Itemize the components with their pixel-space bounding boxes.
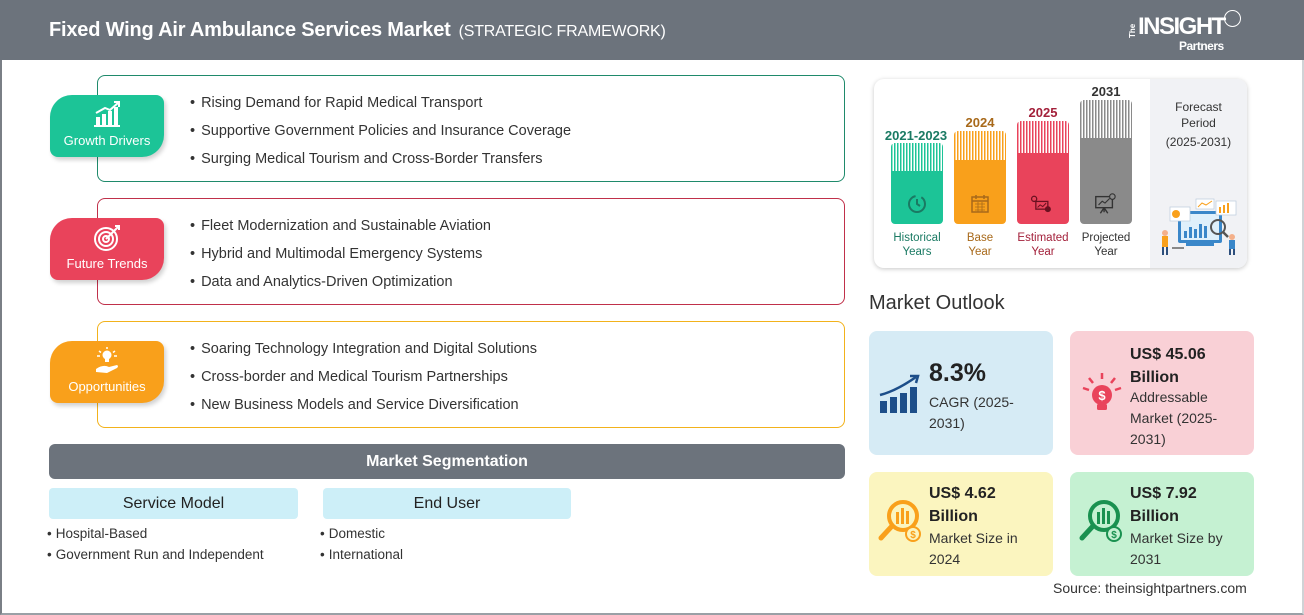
label-line1: Estimated [1017,232,1069,244]
cagr-desc: CAGR (2025-2031) [929,394,1014,431]
svg-text:$: $ [1111,530,1117,541]
insight-partners-logo: The INSIGHT Partners [1128,8,1248,54]
market-size-2031-card: $ US$ 7.92 Billion Market Size by 2031 [1070,472,1254,576]
segment-service-model: Service Model [49,488,298,519]
value-line2: Billion [929,508,978,525]
logo-partners: Partners [1179,39,1224,53]
value-line1: US$ 45.06 [1130,346,1206,363]
magnifier-chart-dollar-icon: $ [878,500,921,542]
timeline-card: Forecast Period (2025-2031) 2021-2023 Hi… [874,79,1247,268]
lightbulb-hand-icon [96,347,118,373]
market-size-2031-desc: Market Size by 2031 [1130,530,1223,567]
list-item: New Business Models and Service Diversif… [190,395,537,423]
growth-drivers-badge: Growth Drivers [50,95,164,157]
addressable-market-desc: Addressable Market (2025-2031) [1130,389,1218,447]
bar-estimated [1017,121,1069,224]
badge-label: Growth Drivers [63,133,151,148]
list-item: Data and Analytics-Driven Optimization [190,272,491,300]
market-size-2024-card: $ US$ 4.62 Billion Market Size in 2024 [869,472,1053,576]
badge-label: Opportunities [68,379,146,394]
forecast-period-label: Forecast Period (2025-2031) [1150,99,1247,150]
label-line2: Year [968,246,992,258]
bar-label-projected: Projected Year [1066,231,1146,259]
presentation-board-icon [1095,193,1116,214]
opportunities-list: Soaring Technology Integration and Digit… [190,339,537,423]
value-line1: US$ 4.62 [929,485,996,502]
bar-year-projected: 2031 [1091,84,1121,99]
bar-chart-growth-icon [94,101,120,127]
growth-drivers-panel: Rising Demand for Rapid Medical Transpor… [97,75,845,182]
bar-year-base: 2024 [965,115,995,130]
svg-text:$: $ [910,530,916,541]
header-bar: Fixed Wing Air Ambulance Services Market… [0,0,1304,60]
list-item: Cross-border and Medical Tourism Partner… [190,367,537,395]
list-item: International [320,546,403,567]
history-clock-icon [908,195,926,213]
growth-chart-icon [879,374,920,413]
title-text: Fixed Wing Air Ambulance Services Market [49,19,451,41]
label-line1: Projected [1081,232,1131,244]
growth-drivers-list: Rising Demand for Rapid Medical Transpor… [190,93,571,177]
opportunities-panel: Soaring Technology Integration and Digit… [97,321,845,428]
list-item: Fleet Modernization and Sustainable Avia… [190,216,491,244]
analytics-illustration-icon [1162,198,1237,255]
list-item: Soaring Technology Integration and Digit… [190,339,537,367]
label-line2: Year [1094,246,1118,258]
market-size-2024-desc: Market Size in 2024 [929,530,1018,567]
page-title: Fixed Wing Air Ambulance Services Market… [49,19,666,42]
addressable-market-card: $ US$ 45.06 Billion Addressable Market (… [1070,331,1254,455]
label-line1: Base [966,232,994,244]
source-credit: Source: theinsightpartners.com [1053,580,1247,596]
bar-label-base: Base Year [940,231,1020,259]
label-line2: Year [1031,246,1055,258]
bar-label-estimated: Estimated Year [1003,231,1083,259]
cagr-card: 8.3% CAGR (2025-2031) [869,331,1053,455]
end-user-list: Domestic International [320,525,403,567]
magnifier-chart-dollar-icon: $ [1079,500,1122,542]
logo-ring-icon [1224,10,1241,27]
bar-year-historical: 2021-2023 [884,128,948,143]
segment-end-user: End User [323,488,571,519]
addressable-market-value: US$ 45.06 Billion [1130,343,1206,389]
monitor-settings-icon [1030,195,1051,213]
list-item: Surging Medical Tourism and Cross-Border… [190,149,571,177]
market-size-2031-value: US$ 7.92 Billion [1130,482,1197,528]
forecast-line1: Forecast [1175,100,1222,114]
label-line1: Historical [893,232,941,244]
list-item: Rising Demand for Rapid Medical Transpor… [190,93,571,121]
value-line1: US$ 7.92 [1130,485,1197,502]
market-outlook-title: Market Outlook [869,292,1005,314]
bar-base [954,131,1006,224]
page-subtitle: (STRATEGIC FRAMEWORK) [458,23,666,40]
future-trends-list: Fleet Modernization and Sustainable Avia… [190,216,491,300]
calendar-icon [971,195,989,213]
service-model-list: Hospital-Based Government Run and Indepe… [47,525,264,567]
value-line2: Billion [1130,508,1179,525]
lightbulb-dollar-icon: $ [1082,373,1122,410]
bar-label-historical: Historical Years [877,231,957,259]
list-item: Hospital-Based [47,525,264,546]
market-segmentation-header: Market Segmentation [49,444,845,479]
list-item: Domestic [320,525,403,546]
forecast-line3: (2025-2031) [1165,135,1232,149]
forecast-period-panel: Forecast Period (2025-2031) [1150,79,1247,268]
bar-historical [891,143,943,224]
opportunities-badge: Opportunities [50,341,164,403]
future-trends-panel: Fleet Modernization and Sustainable Avia… [97,198,845,305]
market-size-2024-value: US$ 4.62 Billion [929,482,996,528]
logo-insight: INSIGHT [1138,13,1226,40]
list-item: Government Run and Independent [47,546,264,567]
target-icon [94,225,120,251]
badge-label: Future Trends [66,256,148,271]
forecast-line2: Period [1181,116,1216,130]
list-item: Hybrid and Multimodal Emergency Systems [190,244,491,272]
value-line2: Billion [1130,369,1179,386]
bar-year-estimated: 2025 [1028,105,1058,120]
label-line2: Years [902,246,932,258]
list-item: Supportive Government Policies and Insur… [190,121,571,149]
future-trends-badge: Future Trends [50,218,164,280]
cagr-value: 8.3% [929,359,986,387]
logo-the: The [1128,23,1137,38]
svg-text:$: $ [1098,388,1106,403]
